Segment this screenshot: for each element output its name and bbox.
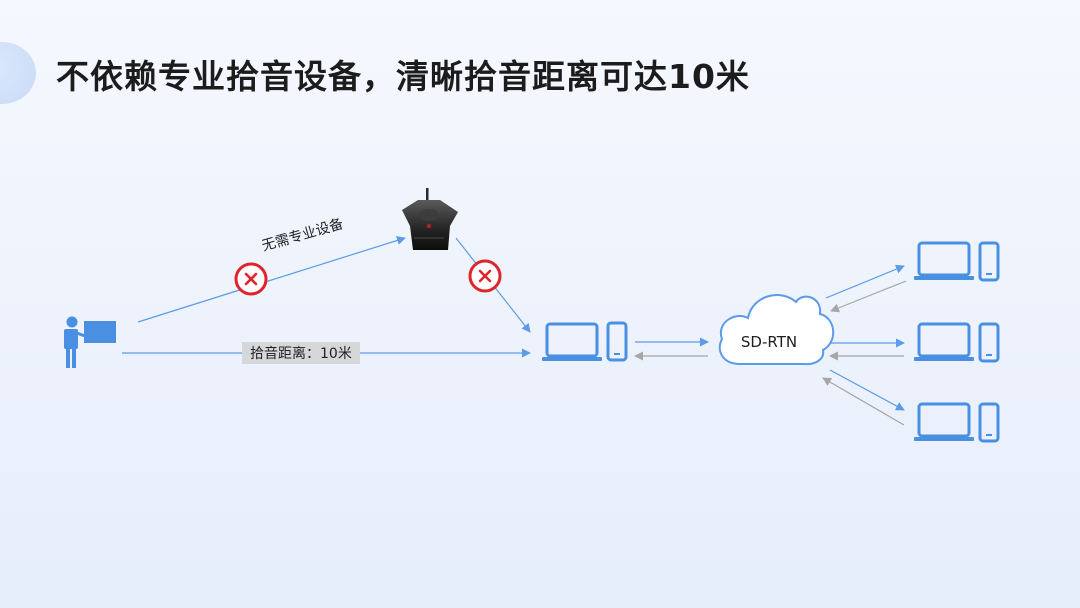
laptop-icon-remote-2 xyxy=(914,324,974,361)
cross-icon-path-2 xyxy=(470,261,500,291)
arrow-cloud-to-remote-1 xyxy=(826,266,904,298)
phone-icon-remote-1 xyxy=(980,243,998,280)
cloud-icon xyxy=(720,295,833,364)
cross-icon-path-1 xyxy=(236,264,266,294)
arrow-remote-3-to-cloud xyxy=(823,378,904,425)
phone-icon-source xyxy=(608,323,626,360)
pickup-distance-label: 拾音距离：10米 xyxy=(242,342,360,364)
laptop-icon-remote-3 xyxy=(914,404,974,441)
conference-speakerphone-icon xyxy=(402,188,458,250)
laptop-icon-remote-1 xyxy=(914,243,974,280)
laptop-icon-source xyxy=(542,324,602,361)
phone-icon-remote-3 xyxy=(980,404,998,441)
arrow-remote-1-to-cloud xyxy=(831,281,906,311)
presenter-icon xyxy=(64,317,116,369)
sd-rtn-label: SD-RTN xyxy=(720,333,818,351)
phone-icon-remote-2 xyxy=(980,324,998,361)
